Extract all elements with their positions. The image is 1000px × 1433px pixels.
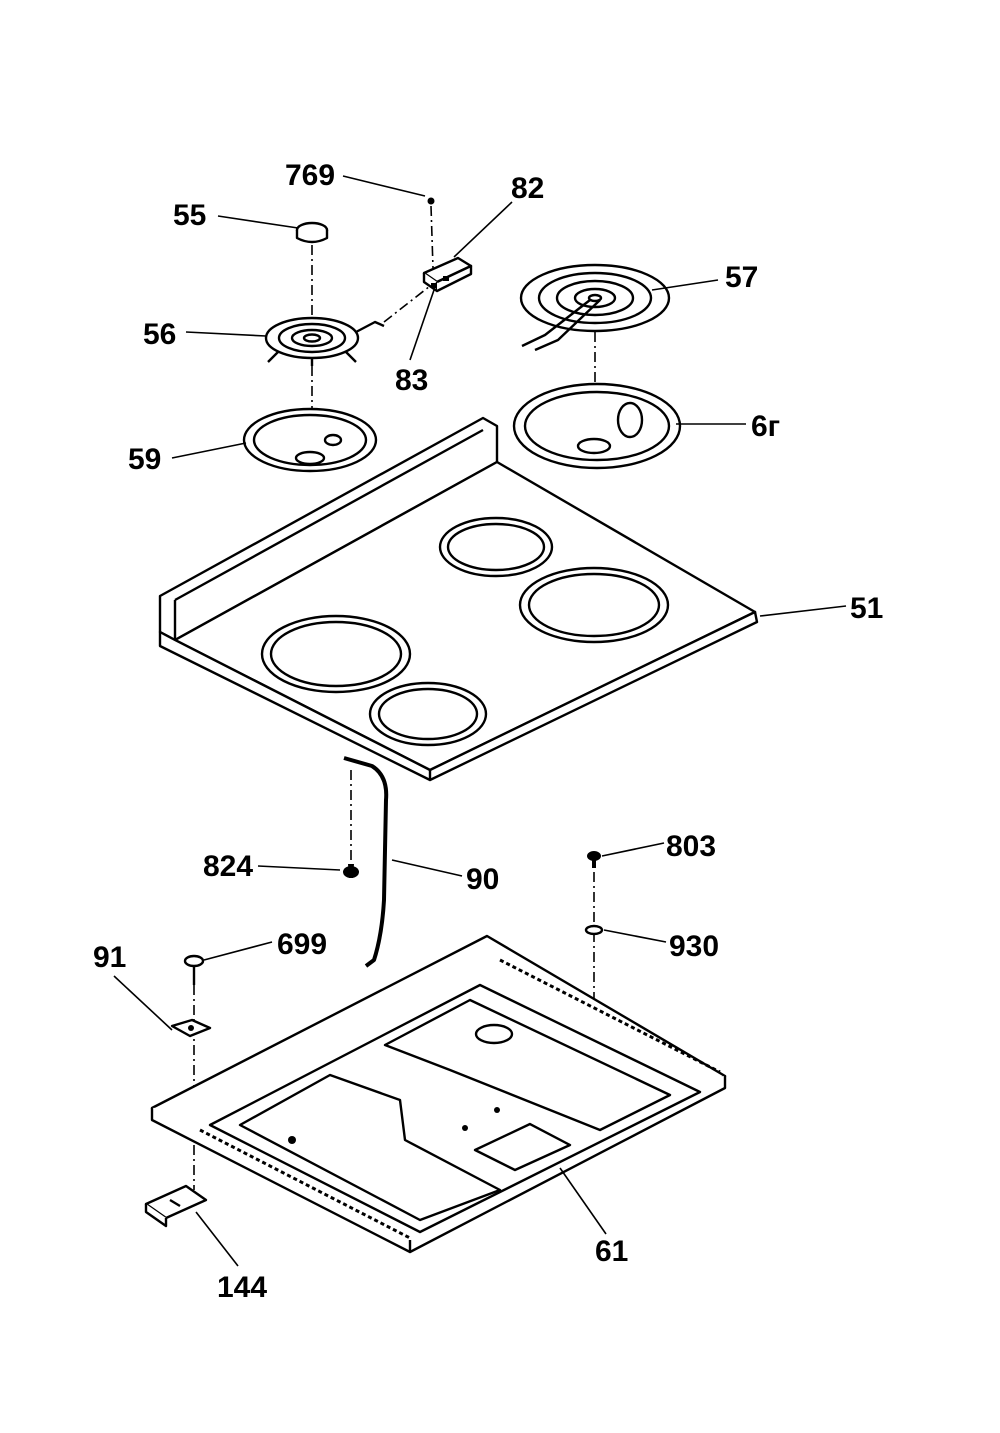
bottom-chassis-part	[150, 934, 727, 1254]
screw-699-part	[183, 954, 205, 985]
label-930: 930	[669, 930, 719, 963]
label-83: 83	[395, 364, 428, 397]
leader-51	[759, 605, 847, 617]
wire-path-56	[383, 285, 431, 323]
small-drip-pan-part	[242, 407, 378, 473]
leader-930	[603, 929, 667, 943]
label-60: 6г	[751, 410, 780, 443]
knob-cap-part	[295, 221, 329, 244]
leader-769	[342, 175, 426, 197]
leader-803	[601, 842, 665, 857]
cooktop-main-top-part	[158, 416, 759, 782]
label-59: 59	[128, 443, 161, 476]
leader-83	[409, 289, 435, 361]
leader-90	[391, 859, 463, 877]
label-824: 824	[203, 850, 253, 883]
leader-824	[257, 865, 341, 871]
leader-61	[559, 1167, 607, 1235]
centerline-769	[430, 205, 434, 269]
bracket-91-part	[170, 1018, 212, 1038]
screw-769-part	[427, 197, 435, 205]
label-769: 769	[285, 159, 335, 192]
label-55: 55	[173, 199, 206, 232]
label-90: 90	[466, 863, 499, 896]
label-82: 82	[511, 172, 544, 205]
ground-wire-part	[343, 756, 389, 968]
bracket-144-part	[144, 1184, 208, 1228]
leader-144	[195, 1211, 239, 1267]
small-surface-element-part	[264, 316, 385, 366]
washer-930-part	[584, 924, 604, 936]
leader-699	[203, 941, 273, 961]
label-144: 144	[217, 1271, 267, 1304]
label-56: 56	[143, 318, 176, 351]
label-61: 61	[595, 1235, 628, 1268]
label-51: 51	[850, 592, 883, 625]
large-surface-element-part	[519, 263, 671, 352]
leader-91	[113, 975, 173, 1031]
leader-57	[651, 279, 719, 291]
label-803: 803	[666, 830, 716, 863]
large-drip-pan-part	[512, 382, 682, 470]
leader-56	[185, 331, 267, 337]
terminal-block-part	[422, 256, 473, 293]
leader-59	[171, 442, 247, 459]
label-91: 91	[93, 941, 126, 974]
screw-824-part	[343, 864, 359, 878]
label-699: 699	[277, 928, 327, 961]
leader-55	[217, 215, 299, 229]
screw-803-part	[587, 851, 601, 868]
leader-82	[453, 201, 513, 258]
label-57: 57	[725, 261, 758, 294]
